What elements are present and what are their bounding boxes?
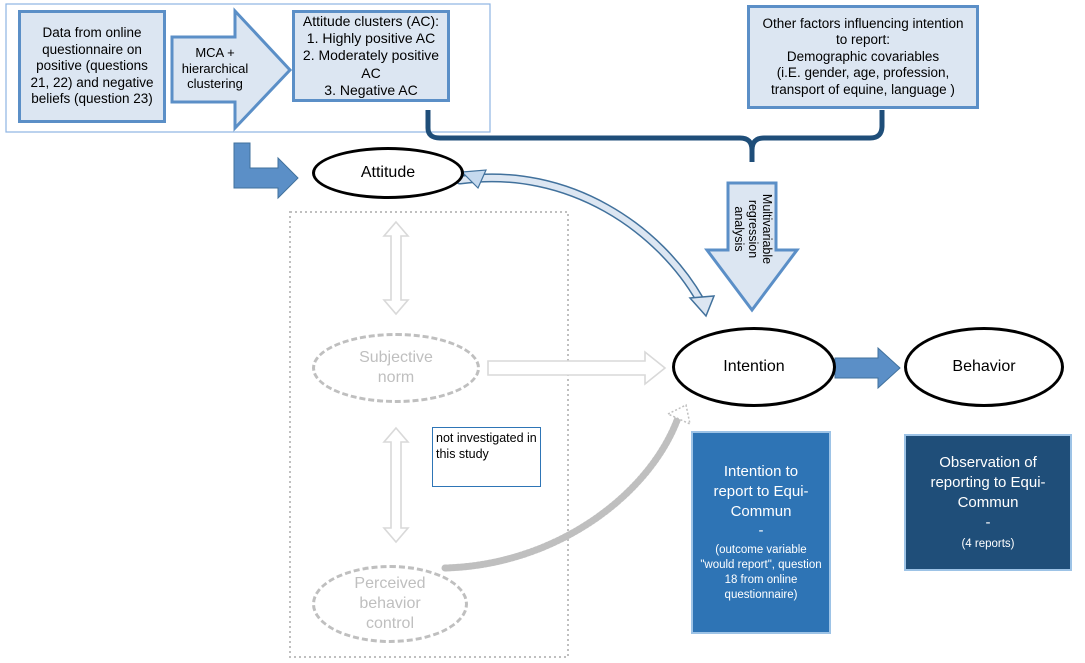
other-factors-title: Other factors influencing intention to r… <box>762 15 964 48</box>
other-factors-detail: (i.E. gender, age, profession, transport… <box>771 65 955 97</box>
behavior-box-dash: - <box>985 513 991 531</box>
mca-label-text: MCA + hierarchical clustering <box>181 45 249 92</box>
attitude-clusters-box: Attitude clusters (AC): 1. Highly positi… <box>292 10 450 102</box>
bent-arrow-to-attitude <box>233 142 299 200</box>
regression-label-text: Multivariable regression analysis <box>732 193 774 265</box>
cluster-item-3: 3. Negative AC <box>324 81 418 98</box>
regression-block-arrow <box>704 181 800 313</box>
arrow-attitude-to-intention <box>457 174 703 303</box>
arrow-attitude-tail <box>460 169 487 190</box>
attitude-node: Attitude <box>312 147 464 199</box>
data-source-box: Data from online questionnaire on positi… <box>18 10 166 123</box>
double-arrow-attitude-norm <box>382 220 410 316</box>
behavior-box-detail: (4 reports) <box>961 537 1015 550</box>
not-investigated-note: not investigated in this study <box>432 427 541 487</box>
subjective-norm-node: Subjective norm <box>312 333 480 403</box>
cluster-item-1: 1. Highly positive AC <box>306 30 436 47</box>
perceived-control-node: Perceived behavior control <box>312 565 468 643</box>
other-factors-subtitle: Demographic covariables <box>786 48 940 64</box>
mca-label: MCA + hierarchical clustering <box>176 45 254 92</box>
intention-node: Intention <box>672 327 836 407</box>
data-section-frame <box>5 3 491 133</box>
other-factors-box: Other factors influencing intention to r… <box>747 5 979 109</box>
regression-label: Multivariable regression analysis <box>731 177 774 281</box>
perceived-control-label: Perceived behavior control <box>354 575 426 632</box>
not-investigated-region <box>289 211 569 658</box>
mca-block-arrow <box>170 7 293 132</box>
behavior-description-box: Observation of reporting to Equi-Commun … <box>904 434 1072 571</box>
covariates-brace <box>425 110 885 162</box>
behavior-node: Behavior <box>904 327 1064 407</box>
intention-box-title: Intention to report to Equi-Commun <box>713 463 809 520</box>
intention-box-detail: (outcome variable "would report", questi… <box>700 544 822 602</box>
arrow-attitude-head <box>688 295 716 318</box>
behavior-label: Behavior <box>952 358 1016 375</box>
arrow-control-to-intention <box>441 408 684 572</box>
data-source-text: Data from online questionnaire on positi… <box>30 25 154 107</box>
double-arrow-norm-control <box>382 426 410 544</box>
behavior-box-title: Observation of reporting to Equi-Commun <box>930 454 1046 512</box>
attitude-label: Attitude <box>360 164 416 181</box>
intention-label: Intention <box>723 358 785 375</box>
cluster-item-2: 2. Moderately positive AC <box>302 47 440 81</box>
subjective-norm-label: Subjective norm <box>359 349 433 386</box>
intention-box-dash: - <box>758 522 764 540</box>
arrow-control-head <box>666 403 692 426</box>
arrow-norm-to-intention <box>487 350 667 386</box>
intention-description-box: Intention to report to Equi-Commun - (ou… <box>691 431 831 634</box>
arrow-intention-to-behavior <box>834 346 901 390</box>
not-investigated-text: not investigated in this study <box>436 431 537 462</box>
clusters-title: Attitude clusters (AC): <box>302 13 440 30</box>
